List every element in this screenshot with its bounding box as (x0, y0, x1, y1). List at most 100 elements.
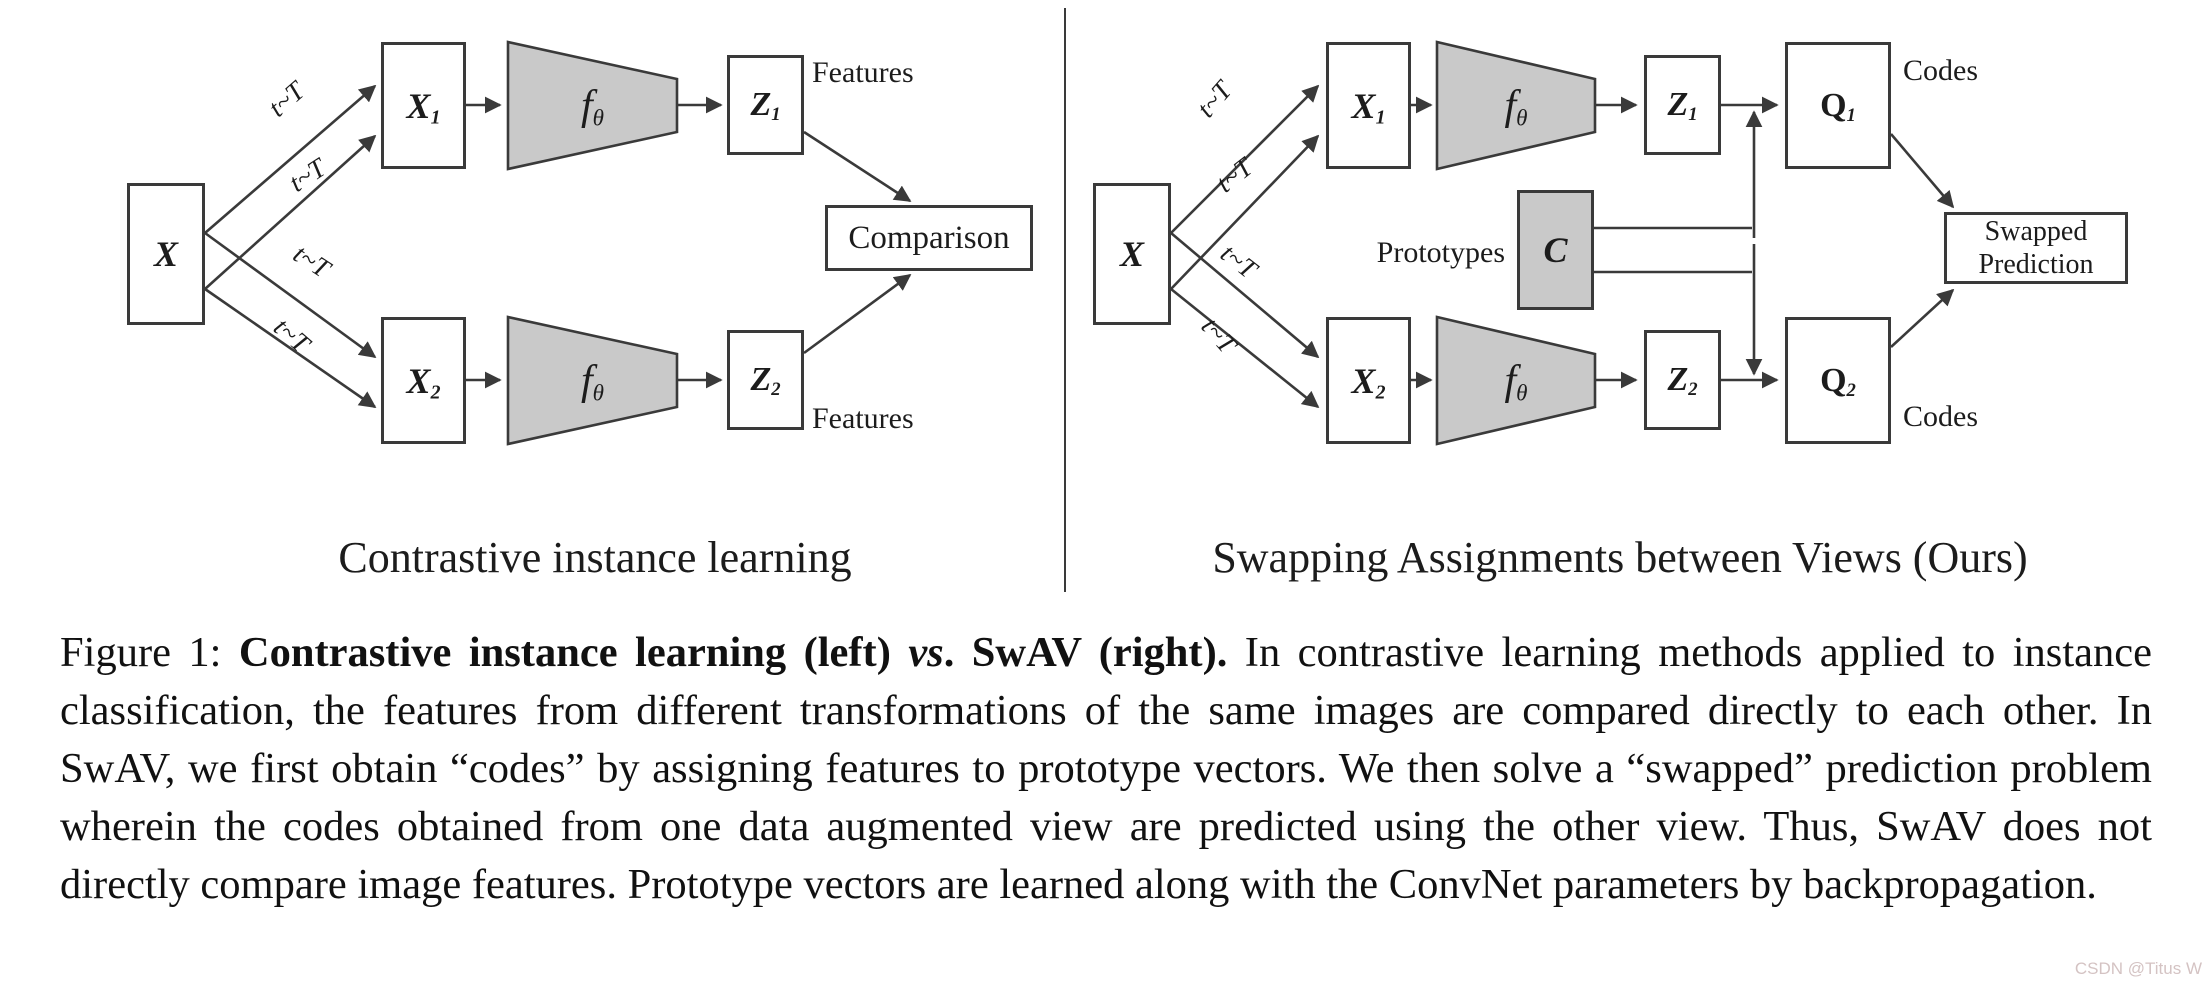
right-c-label: C (1543, 230, 1568, 270)
left-input-x-box: X (127, 183, 205, 325)
left-encoder-bottom-sub: θ (592, 378, 605, 405)
left-x-label: X (153, 234, 178, 274)
right-encoder-top-base: f (1504, 82, 1517, 129)
left-encoder-top-label: fθ (508, 42, 677, 169)
left-arrow-x-to-x1-bottom (204, 134, 377, 290)
right-section-caption: Swapping Assignments between Views (Ours… (1212, 533, 2028, 582)
left-features-bottom-label: Features (812, 402, 914, 435)
right-z1-base: Z (1667, 86, 1689, 123)
left-encoder-trapezoid-top (506, 40, 679, 171)
figure-caption-body: In contrastive learning methods applied … (60, 629, 2152, 908)
right-arrow-q1-to-swapped (1890, 133, 1955, 209)
left-z1-base: Z (750, 86, 772, 123)
left-x2-base: X (406, 360, 431, 401)
left-x2-sub: 2 (430, 381, 441, 404)
right-arrow-x-to-x1-top (1170, 84, 1320, 234)
csdn-watermark: CSDN @Titus W (2074, 959, 2202, 978)
right-z1-box: Z1 (1644, 55, 1721, 155)
right-encoder-trapezoid-top (1435, 40, 1597, 171)
right-z2-sub: 2 (1688, 379, 1698, 401)
right-q1-label: Q1 (1820, 87, 1856, 125)
figure-caption-prefix: Figure 1: (60, 629, 239, 676)
right-x1-label: X1 (1352, 85, 1386, 127)
right-x2-base: X (1351, 360, 1376, 401)
right-z2-base: Z (1667, 361, 1689, 398)
right-arrow-x-to-x1-bottom (1170, 134, 1320, 290)
left-diagram-wires (204, 40, 912, 446)
right-swapped-line2: Prediction (1978, 249, 2094, 280)
left-encoder-bottom-base: f (580, 357, 593, 404)
left-x2-box: X2 (381, 317, 466, 444)
right-x2-box: X2 (1326, 317, 1411, 444)
left-x1-label: X1 (407, 85, 441, 127)
right-x1-sub: 1 (1375, 106, 1386, 129)
left-comparison-label: Comparison (848, 219, 1010, 256)
right-x2-sub: 2 (1375, 381, 1386, 404)
left-encoder-top-sub: θ (592, 103, 605, 130)
right-swapped-line1: Swapped (1984, 216, 2088, 247)
right-q2-box: Q2 (1785, 317, 1891, 444)
right-x1-box: X1 (1326, 42, 1411, 169)
right-input-x-box: X (1093, 183, 1171, 325)
left-encoder-top-base: f (580, 82, 593, 129)
left-arrow-x-to-x2-bottom (204, 287, 377, 409)
left-encoder-trapezoid-bottom (506, 315, 679, 446)
left-section-caption: Contrastive instance learning (338, 533, 852, 582)
figure-caption-bold-tail: . SwAV (right). (943, 629, 1228, 676)
right-q2-sub: 2 (1846, 379, 1856, 401)
right-z1-label: Z1 (1667, 86, 1697, 124)
right-encoder-top-f: fθ (1504, 82, 1527, 130)
right-q2-label: Q2 (1820, 362, 1856, 400)
right-encoder-bottom-sub: θ (1516, 378, 1528, 405)
left-arrow-z1-to-comparison (803, 130, 912, 203)
right-swapped-prediction-box: Swapped Prediction (1944, 212, 2128, 284)
right-encoder-trapezoid-bottom (1435, 315, 1597, 446)
right-arrow-x-to-x2-top (1170, 232, 1320, 359)
right-arrow-x-to-x2-bottom (1170, 287, 1320, 409)
right-prototypes-label: Prototypes (1376, 236, 1505, 269)
figure-caption-vs: vs (908, 629, 944, 676)
figure-caption-bold-lead: Contrastive instance learning (left) (238, 629, 909, 676)
right-arrow-q2-to-swapped (1890, 288, 1955, 348)
diagram-wire-layer (204, 40, 1955, 446)
left-x1-sub: 1 (430, 106, 441, 129)
left-x2-label: X2 (407, 360, 441, 402)
left-z2-box: Z2 (727, 330, 804, 430)
right-diagram-wires (1170, 40, 1955, 446)
left-z2-sub: 2 (771, 379, 781, 401)
left-arrow-z2-to-comparison (803, 273, 912, 355)
right-encoder-bottom-f: fθ (1504, 357, 1527, 405)
right-prototypes-c-box: C (1517, 190, 1594, 310)
left-z1-label: Z1 (750, 86, 780, 124)
left-features-top-label: Features (812, 56, 914, 89)
right-z1-sub: 1 (1688, 104, 1698, 126)
right-encoder-top-sub: θ (1516, 103, 1528, 130)
left-arrow-x-to-x1-top (204, 84, 377, 234)
left-z2-label: Z2 (750, 361, 780, 399)
right-x1-base: X (1351, 85, 1376, 126)
left-arrow-x-to-x2-top (204, 231, 377, 359)
left-x1-base: X (406, 85, 431, 126)
right-z2-label: Z2 (1667, 361, 1697, 399)
left-z2-base: Z (750, 361, 772, 398)
right-q1-sub: 1 (1846, 104, 1856, 126)
right-encoder-top-label: fθ (1437, 42, 1595, 169)
left-encoder-top-f: fθ (581, 82, 604, 130)
left-comparison-box: Comparison (825, 205, 1033, 271)
right-q1-box: Q1 (1785, 42, 1891, 169)
right-encoder-bottom-label: fθ (1437, 317, 1595, 444)
left-encoder-bottom-label: fθ (508, 317, 677, 444)
panel-divider (1064, 8, 1066, 592)
right-q2-base: Q (1820, 361, 1847, 399)
right-codes-bottom-label: Codes (1903, 400, 1978, 433)
figure-caption: Figure 1: Contrastive instance learning … (60, 624, 2152, 914)
left-x1-box: X1 (381, 42, 466, 169)
right-q1-base: Q (1820, 86, 1847, 124)
left-z1-box: Z1 (727, 55, 804, 155)
right-x-label: X (1119, 234, 1144, 274)
right-x2-label: X2 (1352, 360, 1386, 402)
right-encoder-bottom-base: f (1504, 357, 1517, 404)
left-encoder-bottom-f: fθ (581, 357, 604, 405)
right-z2-box: Z2 (1644, 330, 1721, 430)
right-codes-top-label: Codes (1903, 54, 1978, 87)
